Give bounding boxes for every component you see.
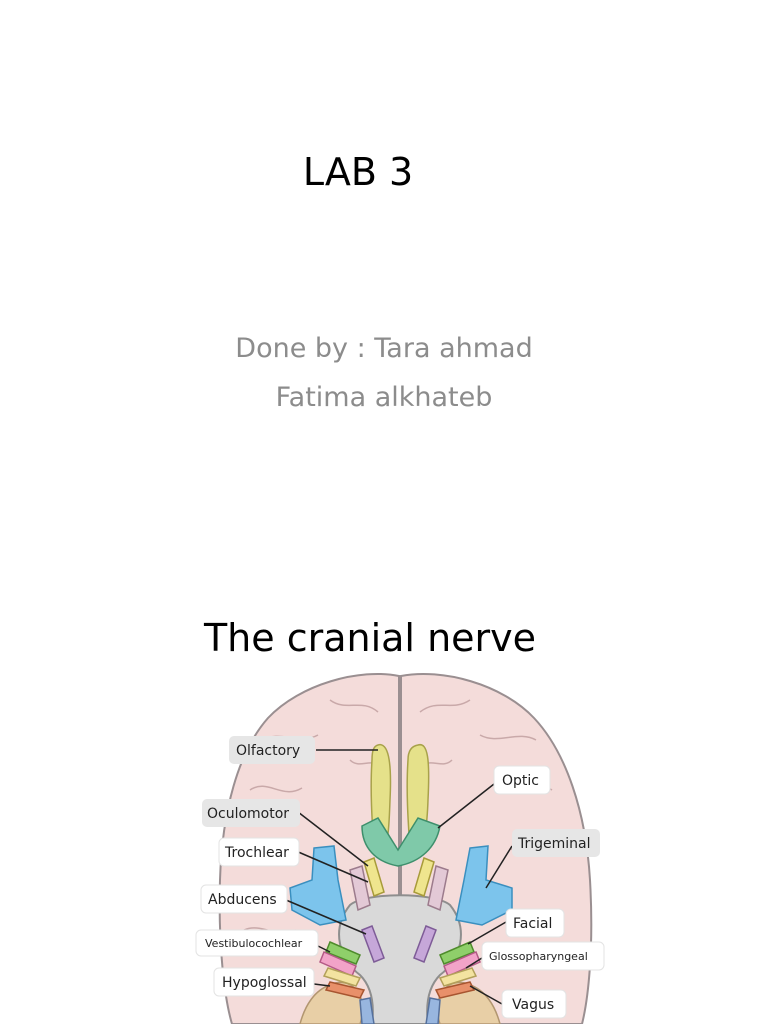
label-olfactory: Olfactory <box>229 736 315 764</box>
label-vagus: Vagus <box>501 989 567 1019</box>
label-vestibulocochlear: Vestibulocochlear <box>195 929 319 957</box>
leader-lines <box>285 749 513 1005</box>
author-line-2: Fatima alkhateb <box>275 382 493 413</box>
author-line-1: Done by : Tara ahmad <box>235 333 533 364</box>
label-hypoglossal: Hypoglossal <box>213 967 315 997</box>
label-facial-text: Facial <box>513 916 552 932</box>
vagus-nerve-shape <box>359 997 441 1024</box>
label-optic-text: Optic <box>502 773 539 789</box>
label-abducens: Abducens <box>200 884 288 914</box>
label-oculomotor-text: Oculomotor <box>207 806 289 822</box>
label-trigeminal: Trigeminal <box>512 829 600 857</box>
facial-nerve-shape <box>325 941 475 965</box>
label-trochlear: Trochlear <box>218 837 300 867</box>
slide-1: LAB 3 Done by : Tara ahmad Fatima alkhat… <box>235 150 533 413</box>
label-trochlear-text: Trochlear <box>224 845 289 861</box>
label-vagus-text: Vagus <box>512 997 554 1013</box>
trochlear-nerve-shape <box>363 856 435 898</box>
label-glossopharyngeal: Glossopharyngeal <box>481 941 605 971</box>
cranial-nerve-diagram: Olfactory Optic Oculomotor Trochlear Tri… <box>195 672 605 1024</box>
label-optic: Optic <box>493 765 551 795</box>
hypoglossal-nerve-shape <box>324 981 476 999</box>
label-trigeminal-text: Trigeminal <box>517 836 591 852</box>
slide-title: LAB 3 <box>302 150 414 194</box>
label-vestibulocochlear-text: Vestibulocochlear <box>205 937 303 950</box>
label-hypoglossal-text: Hypoglossal <box>222 975 307 991</box>
label-glossopharyngeal-text: Glossopharyngeal <box>489 950 588 963</box>
label-oculomotor: Oculomotor <box>202 799 300 827</box>
slide-title-cranial: The cranial nerve <box>203 616 537 660</box>
abducens-nerve-shape <box>361 925 437 963</box>
label-olfactory-text: Olfactory <box>236 743 300 759</box>
label-abducens-text: Abducens <box>208 892 277 908</box>
slide-2: The cranial nerve <box>0 560 768 1024</box>
glossopharyngeal-nerve-shape <box>322 967 478 987</box>
label-facial: Facial <box>505 908 565 938</box>
